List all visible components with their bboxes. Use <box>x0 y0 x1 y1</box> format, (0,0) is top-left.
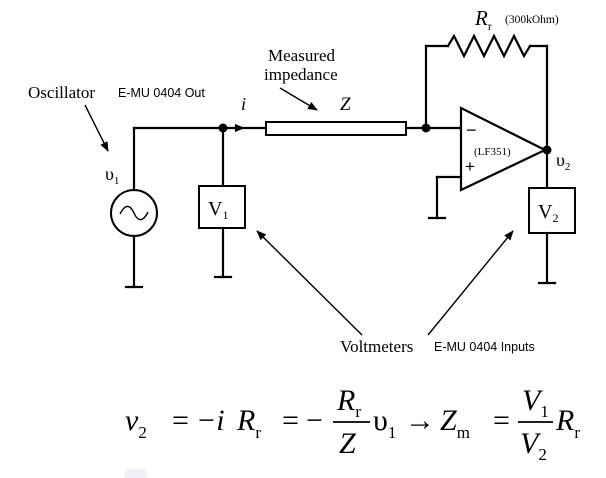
measured-label-line2: impedance <box>264 65 338 84</box>
eq-equals-1: = <box>172 404 189 437</box>
eq-minus-i: −i <box>196 404 225 437</box>
eq-equals-3: = <box>493 404 510 437</box>
noninverting-input-sign: + <box>465 157 475 176</box>
impedance-z-label: Z <box>340 94 351 115</box>
op-amp-label: (LF351) <box>474 146 511 158</box>
circuit-diagram: Oscillator E-MU 0404 Out υ1 i V1 Measure… <box>28 6 576 356</box>
voltmeter-arrow-right <box>427 230 514 336</box>
voltmeter-arrow-left <box>256 230 363 336</box>
current-label: i <box>241 94 246 114</box>
impedance-arrow <box>279 87 318 111</box>
voltmeter-v2 <box>528 187 576 234</box>
eq-arrow: → <box>405 404 435 437</box>
voltmeters-label: Voltmeters <box>340 337 413 356</box>
eq-frac2-numerator: V1 <box>522 384 549 421</box>
measured-label-line1: Measured <box>268 46 336 65</box>
inverting-input-sign: − <box>466 120 477 140</box>
eq-frac1-numerator: Rr <box>336 384 361 421</box>
output-voltage-label: υ2 <box>556 150 570 173</box>
eq-lhs: v2 <box>125 404 147 442</box>
measured-impedance <box>265 121 407 136</box>
eq-Zm: Zm <box>440 404 470 442</box>
voltmeter-v1 <box>198 185 246 229</box>
feedback-resistor-label: Rr <box>474 6 492 33</box>
oscillator-arrow <box>84 104 109 152</box>
voltmeter-v2-label: V2 <box>538 201 558 225</box>
eq-upsilon: υ1 <box>373 404 396 442</box>
oscillator-label: Oscillator <box>28 83 95 102</box>
feedback-resistor <box>446 33 532 59</box>
voltmeter-v1-label: V1 <box>208 198 228 222</box>
eq-minus: − <box>306 404 323 437</box>
eq-R: Rr <box>236 404 261 442</box>
eq-Rr: Rr <box>555 404 580 442</box>
eq-equals-2: = <box>282 404 299 437</box>
eq-frac1-denominator: Z <box>339 427 356 460</box>
equation: v2 = −i Rr = − Rr Z υ1 → Zm = V1 V2 Rr <box>125 384 580 478</box>
oscillator-device: E-MU 0404 Out <box>118 86 205 100</box>
faint-mark <box>125 469 147 478</box>
feedback-resistor-value: (300kOhm) <box>505 14 559 26</box>
eq-frac2-denominator: V2 <box>520 427 547 464</box>
sine-wave-icon <box>119 205 149 221</box>
source-voltage-label: υ1 <box>105 164 119 187</box>
op-amp <box>459 106 548 192</box>
voltmeters-device: E-MU 0404 Inputs <box>434 340 535 354</box>
